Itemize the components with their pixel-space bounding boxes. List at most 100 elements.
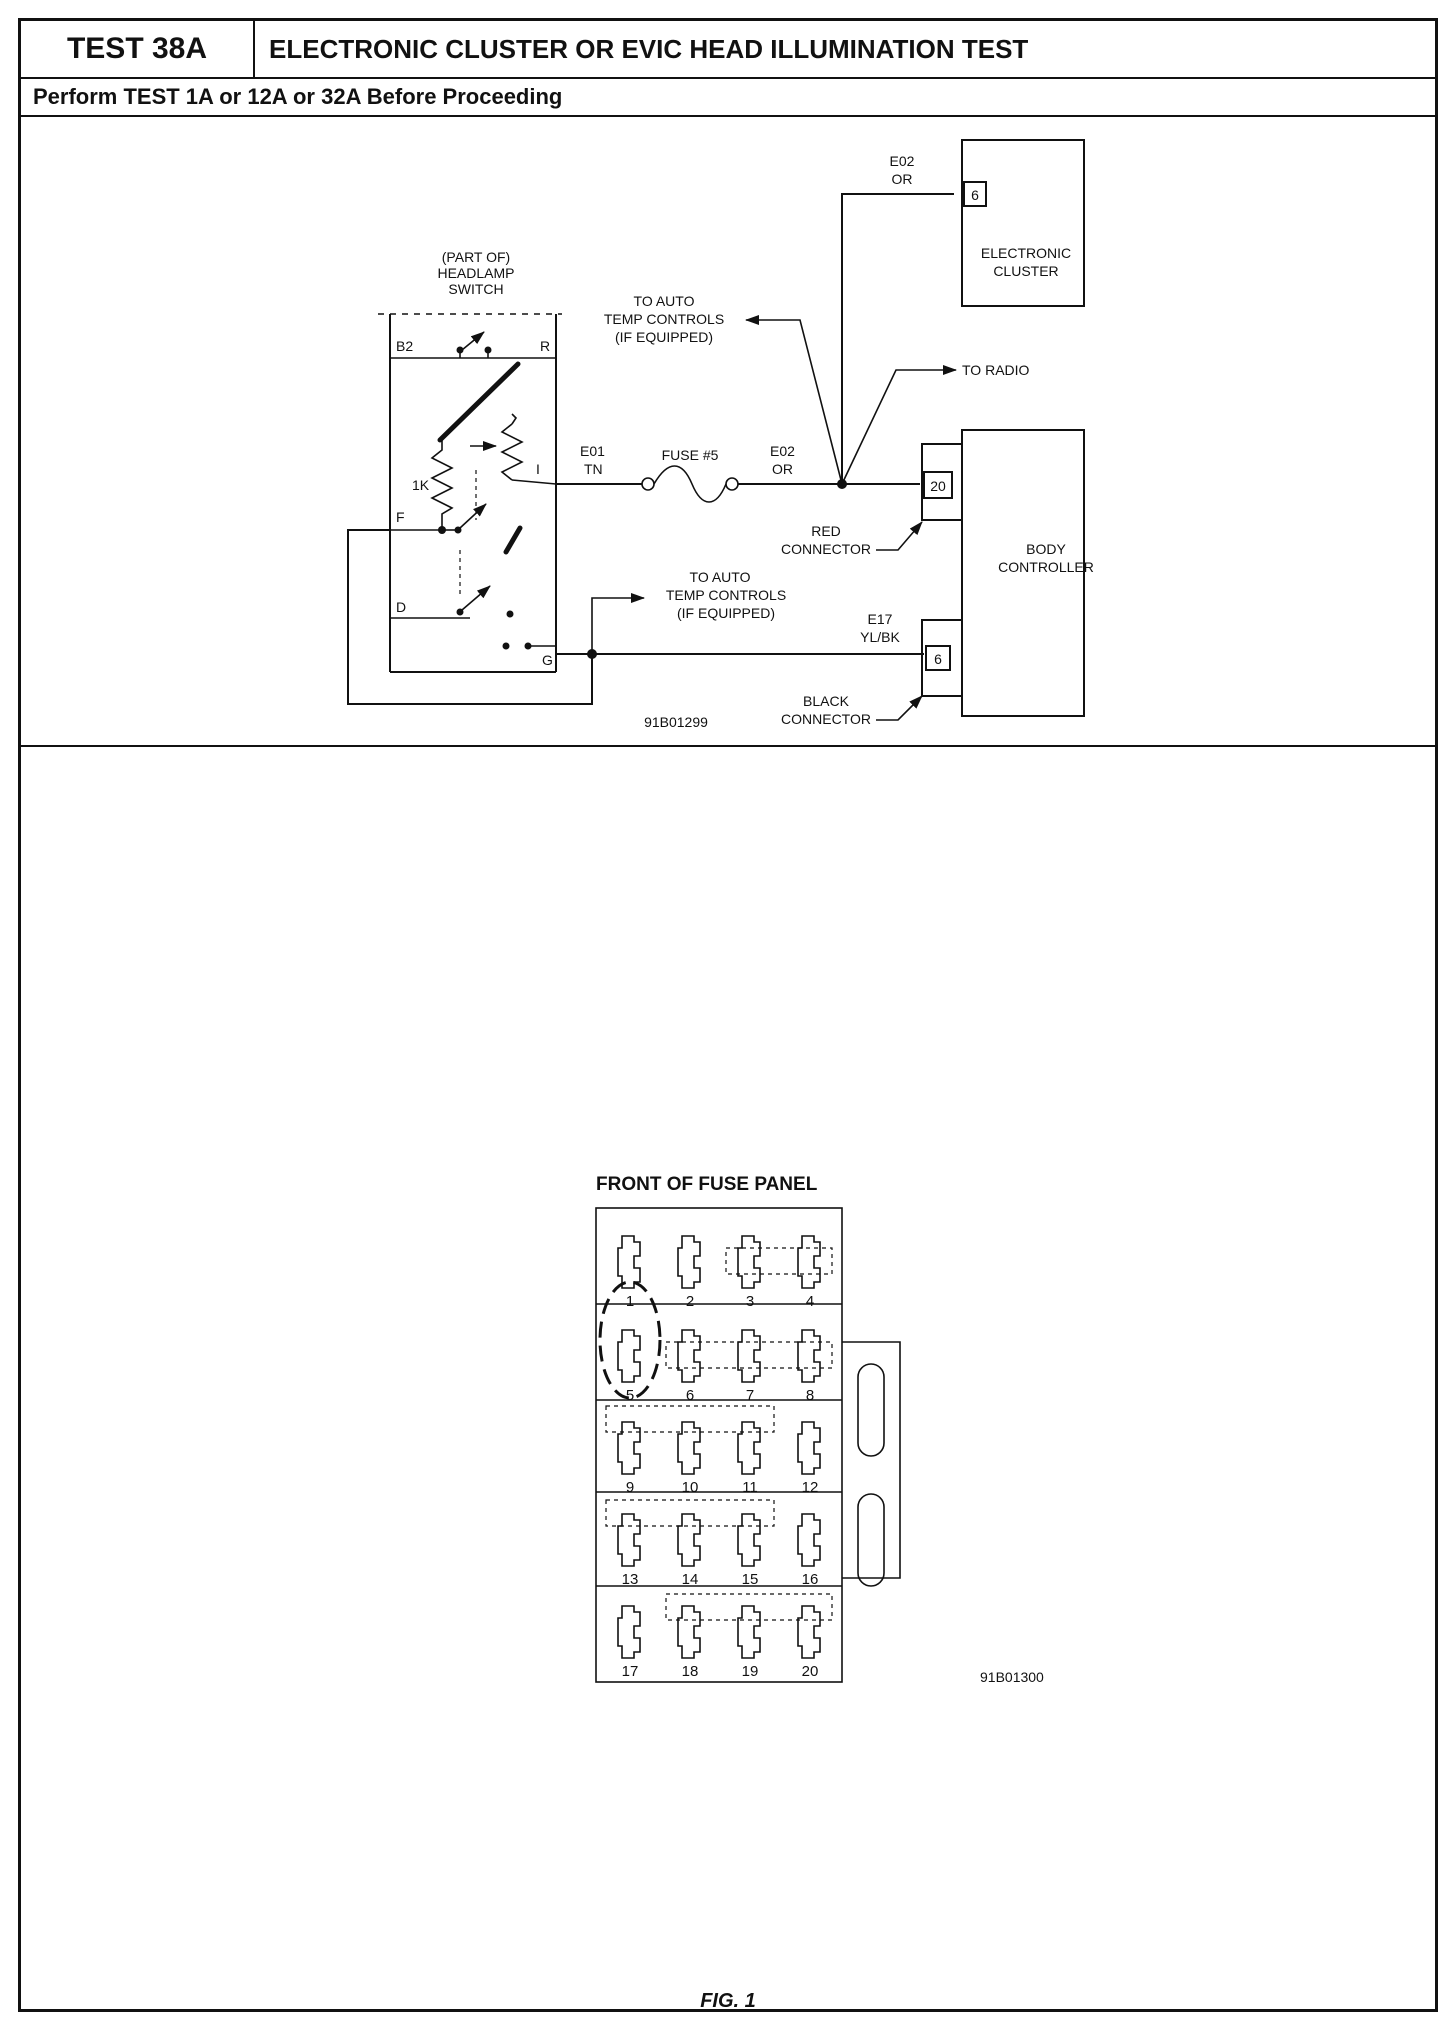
- fuse-body: [737, 1605, 761, 1659]
- fuse-number: 8: [806, 1387, 814, 1404]
- gang-bar-upper: [437, 361, 521, 443]
- headlamp-switch: (PART OF) HEADLAMP SWITCH B2 R F D G I 1…: [347, 249, 593, 705]
- fuse-slot-15: 15: [737, 1513, 761, 1588]
- cluster-label-1: ELECTRONIC: [981, 245, 1071, 261]
- fuse-body: [677, 1421, 701, 1475]
- fuse-number: 10: [682, 1479, 699, 1496]
- prerequisite-text: Perform TEST 1A or 12A or 32A Before Pro…: [33, 84, 563, 109]
- switch-label-line-2: HEADLAMP: [437, 265, 514, 281]
- body-controller-box: [961, 429, 1085, 717]
- fuse-slot-11: 11: [737, 1421, 761, 1496]
- fuse-panel-title: FRONT OF FUSE PANEL: [596, 1174, 818, 1195]
- fuse-slot-14: 14: [677, 1513, 701, 1588]
- auto-temp-top-1: TO AUTO: [634, 293, 695, 309]
- fuse-slot-20: 20: [797, 1605, 821, 1680]
- busbar-3-4: [725, 1247, 833, 1275]
- fuse-number: 13: [622, 1571, 639, 1588]
- fuse-slot-2: 2: [677, 1235, 701, 1310]
- fuse-number: 5: [626, 1387, 634, 1404]
- fuse-body: [797, 1329, 821, 1383]
- test-id: TEST 38A: [21, 21, 255, 77]
- header-row: TEST 38A ELECTRONIC CLUSTER OR EVIC HEAD…: [21, 21, 1435, 79]
- d-contact-2: [506, 610, 514, 618]
- fuse-number: 1: [626, 1293, 634, 1310]
- fuse-slot-3: 3: [737, 1235, 761, 1310]
- resistor-1k: [430, 440, 454, 530]
- b2-switch-blade: [461, 331, 485, 351]
- e17-code: E17: [868, 611, 893, 627]
- e02-code: E02: [770, 443, 795, 459]
- bc-label-1: BODY: [1026, 541, 1066, 557]
- fuse-body: [737, 1235, 761, 1289]
- wire-to-auto-temp-top: [745, 315, 843, 485]
- terminal-g: G: [542, 652, 553, 668]
- fuse-number: 20: [802, 1663, 819, 1680]
- fuse-body: [737, 1329, 761, 1383]
- fuse-number: 12: [802, 1479, 819, 1496]
- fuse-slot-12: 12: [797, 1421, 821, 1496]
- fuse-number: 3: [746, 1293, 754, 1310]
- e01-color: TN: [584, 461, 603, 477]
- fuse-body: [797, 1605, 821, 1659]
- fuse-number: 6: [686, 1387, 694, 1404]
- fuse-slot-5: 5: [617, 1329, 641, 1404]
- test-frame: TEST 38A ELECTRONIC CLUSTER OR EVIC HEAD…: [18, 18, 1438, 2012]
- bc-pin-red: 20: [930, 478, 946, 494]
- electronic-cluster: 6 ELECTRONIC CLUSTER: [961, 139, 1085, 307]
- f-switch-blade: [459, 503, 487, 529]
- fuse-slot-19: 19: [737, 1605, 761, 1680]
- fuse-slot-4: 4: [797, 1235, 821, 1310]
- fuse-body: [677, 1605, 701, 1659]
- rheostat: [500, 423, 524, 481]
- fuse-slot-17: 17: [617, 1605, 641, 1680]
- auto-temp-bottom-2: TEMP CONTROLS: [666, 587, 786, 603]
- busbar-18-20: [665, 1593, 833, 1621]
- wire-to-auto-temp-bottom: [591, 593, 645, 654]
- fuse-panel-figure-code: 91B01300: [980, 1669, 1044, 1685]
- fuse-number: 7: [746, 1387, 754, 1404]
- fuse-body: [677, 1513, 701, 1567]
- e02-top-color: OR: [892, 171, 913, 187]
- wire-e02-to-cluster: [841, 193, 954, 484]
- auto-temp-bottom-3: (IF EQUIPPED): [677, 605, 775, 621]
- fuse-number: 4: [806, 1293, 814, 1310]
- cluster-pin-box: [963, 181, 987, 207]
- e01-code: E01: [580, 443, 605, 459]
- to-radio-label: TO RADIO: [962, 362, 1030, 378]
- black-pin-box: [925, 645, 951, 671]
- e17-color: YL/BK: [860, 629, 900, 645]
- auto-temp-top-3: (IF EQUIPPED): [615, 329, 713, 345]
- mount-slot-upper: [857, 1363, 885, 1457]
- fuse-body: [617, 1235, 641, 1289]
- wire-to-radio: [841, 365, 957, 485]
- cluster-label-2: CLUSTER: [993, 263, 1058, 279]
- fuse-slot-7: 7: [737, 1329, 761, 1404]
- fuse-label: FUSE #5: [662, 447, 719, 463]
- fuse-terminal-left: [641, 477, 655, 491]
- fuse-body: [737, 1513, 761, 1567]
- e17-circuit: E17 YL/BK TO AUTO TEMP CONTROLS (IF EQUI…: [556, 569, 924, 730]
- illumination-feed: E01 TN FUSE #5 E02 OR E02 OR TO AUTO TEM…: [556, 153, 1030, 503]
- d-switch-blade: [461, 585, 491, 611]
- cluster-pin: 6: [971, 187, 979, 203]
- bc-label-2: CONTROLLER: [998, 559, 1094, 575]
- fuse-slot-16: 16: [797, 1513, 821, 1588]
- fuse-body: [797, 1513, 821, 1567]
- red-connector-pointer: [876, 521, 923, 551]
- cluster-box: [961, 139, 1085, 307]
- red-pin-box: [923, 471, 953, 499]
- mount-slot-lower: [857, 1493, 885, 1587]
- e02-top-code: E02: [890, 153, 915, 169]
- fuse-body: [617, 1329, 641, 1383]
- fuse-number: 18: [682, 1663, 699, 1680]
- f-loop-wire: [347, 529, 593, 705]
- fuse-body: [617, 1421, 641, 1475]
- fuse-body: [797, 1235, 821, 1289]
- d-contact: [456, 608, 464, 616]
- fuse-slot-1: 1: [617, 1235, 641, 1310]
- black-connector-label-1: BLACK: [803, 693, 850, 709]
- rheostat-top: [511, 413, 518, 425]
- auto-temp-top-2: TEMP CONTROLS: [604, 311, 724, 327]
- fuse-body: [677, 1235, 701, 1289]
